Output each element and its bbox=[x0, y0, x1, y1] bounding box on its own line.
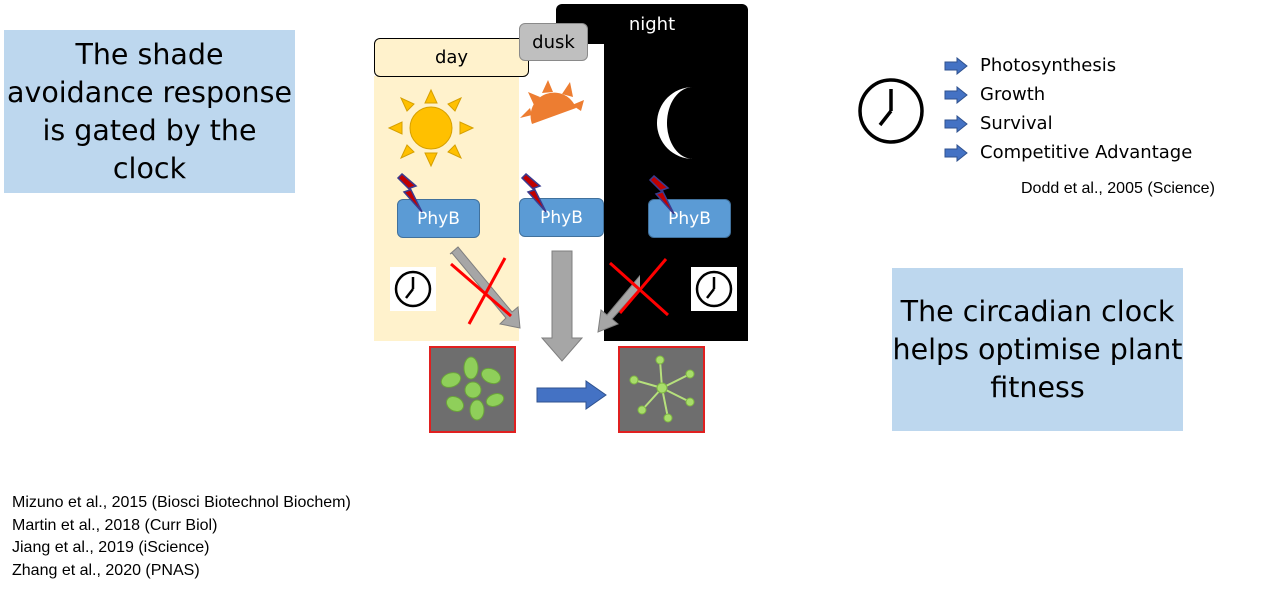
rosette-image bbox=[431, 348, 514, 431]
arrow-right-icon bbox=[944, 143, 968, 162]
fitness-list: Photosynthesis Growth Survival Competiti… bbox=[944, 51, 1192, 167]
fitness-item: Photosynthesis bbox=[944, 51, 1192, 80]
clock-icon bbox=[858, 78, 924, 144]
references: Mizuno et al., 2015 (Biosci Biotechnol B… bbox=[12, 492, 351, 582]
block-cross-icon bbox=[608, 258, 670, 317]
fitness-label: Photosynthesis bbox=[980, 55, 1117, 76]
dusk-down-arrow bbox=[540, 250, 584, 362]
arrow-right-icon bbox=[944, 85, 968, 104]
fitness-item: Survival bbox=[944, 109, 1192, 138]
phyb-night: PhyB bbox=[648, 199, 731, 238]
circadian-fitness-box: The circadian clock helps optimise plant… bbox=[892, 268, 1183, 431]
fitness-label: Growth bbox=[980, 84, 1046, 105]
fitness-label: Competitive Advantage bbox=[980, 142, 1193, 163]
arrow-right-icon bbox=[944, 56, 968, 75]
light-bolt-icon bbox=[648, 174, 675, 215]
day-label: day bbox=[374, 38, 529, 77]
sun-icon bbox=[387, 88, 475, 168]
block-cross-icon bbox=[450, 257, 512, 325]
day-clock bbox=[390, 267, 436, 311]
fitness-item: Growth bbox=[944, 80, 1192, 109]
phyb-day: PhyB bbox=[397, 199, 480, 238]
fitness-label: Survival bbox=[980, 113, 1053, 134]
arrow-right-icon bbox=[536, 380, 607, 410]
reference-item: Zhang et al., 2020 (PNAS) bbox=[12, 561, 200, 579]
circadian-fitness-text: The circadian clock helps optimise plant… bbox=[892, 294, 1183, 404]
reference-item: Martin et al., 2018 (Curr Biol) bbox=[12, 516, 218, 534]
fitness-item: Competitive Advantage bbox=[944, 138, 1192, 167]
night-clock bbox=[691, 267, 737, 311]
dusk-label: dusk bbox=[519, 23, 588, 61]
night-diagonal-arrow bbox=[597, 274, 640, 333]
fitness-citation: Dodd et al., 2005 (Science) bbox=[1021, 180, 1215, 197]
plant-photo-elongated bbox=[618, 346, 705, 433]
moon-icon bbox=[656, 87, 693, 159]
reference-item: Jiang et al., 2019 (iScience) bbox=[12, 539, 210, 556]
dusk-sun-icon bbox=[520, 80, 584, 124]
plant-photo-normal bbox=[429, 346, 516, 433]
reference-item: Mizuno et al., 2015 (Biosci Biotechnol B… bbox=[12, 494, 351, 511]
light-bolt-icon bbox=[520, 172, 547, 213]
shade-avoidance-box: The shade avoidance response is gated by… bbox=[4, 30, 295, 193]
night-label: night bbox=[556, 4, 748, 44]
light-bolt-icon bbox=[396, 172, 423, 213]
rosette-image bbox=[620, 348, 703, 431]
phyb-dusk: PhyB bbox=[519, 198, 604, 237]
shade-avoidance-text: The shade avoidance response is gated by… bbox=[6, 37, 292, 185]
clock-icon bbox=[695, 270, 733, 308]
clock-icon bbox=[394, 270, 432, 308]
arrow-right-icon bbox=[944, 114, 968, 133]
